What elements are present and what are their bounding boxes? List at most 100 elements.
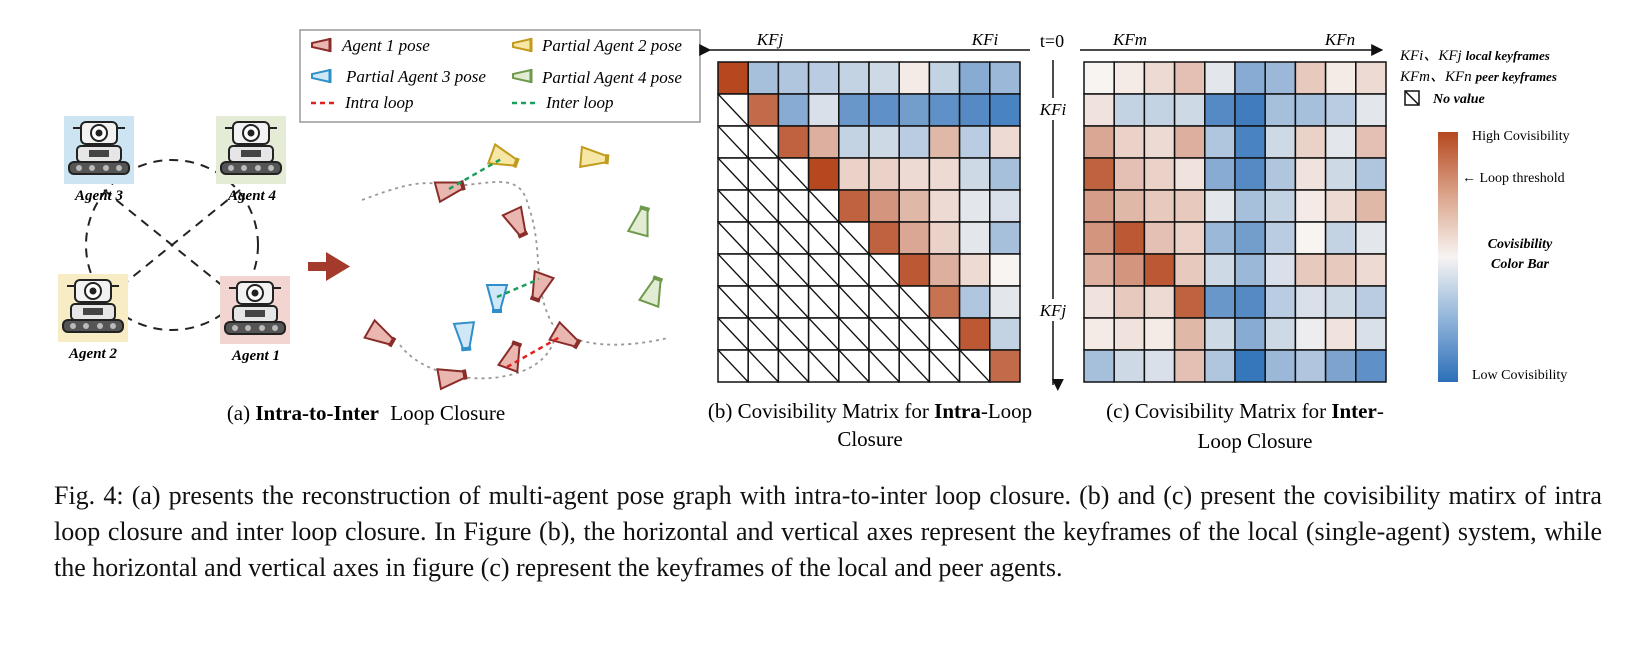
heatmap-cell — [1143, 157, 1176, 191]
panel-b-x-right: KFi — [971, 30, 999, 49]
heatmap-cell — [1324, 253, 1357, 287]
heatmap-cell — [807, 125, 840, 159]
panel-c-label: (c) Covisibility Matrix for Inter- — [1106, 399, 1384, 423]
heatmap-cell — [1324, 317, 1357, 351]
heatmap-cell — [1113, 349, 1146, 383]
no-value-diagonal — [808, 253, 840, 287]
color-bar-title-1: Covisibility — [1488, 237, 1553, 252]
legend-no-value: No value — [1432, 92, 1485, 107]
heatmap-cell — [1324, 349, 1357, 383]
no-value-diagonal — [898, 285, 930, 319]
heatmap-cell — [1143, 253, 1176, 287]
heatmap-cell — [717, 61, 749, 95]
no-value-diagonal — [898, 349, 930, 383]
heatmap-cell — [747, 93, 780, 127]
no-value-diagonal — [747, 253, 779, 287]
heatmap-cell — [898, 221, 931, 255]
color-bar-title-2: Color Bar — [1491, 257, 1550, 272]
legend-intra-loop: Intra loop — [344, 93, 413, 112]
no-value-diagonal — [717, 253, 749, 287]
heatmap-cell — [1355, 125, 1387, 159]
no-value-diagonal — [838, 285, 870, 319]
heatmap-cell — [898, 189, 931, 223]
no-value-diagonal — [838, 221, 870, 255]
heatmap-cell — [1355, 93, 1387, 127]
no-value-diagonal — [959, 349, 991, 383]
no-value-diagonal — [777, 317, 810, 351]
no-value-diagonal — [717, 285, 749, 319]
panel-b-origin: t=0 — [1040, 31, 1064, 51]
heatmap-cell — [1294, 317, 1327, 351]
heatmap-cell — [989, 157, 1021, 191]
heatmap-cell — [1113, 93, 1146, 127]
panel-b-y-top: KFi — [1039, 100, 1067, 119]
inter-loop-edge — [496, 277, 540, 299]
heatmap-cell — [958, 285, 991, 319]
heatmap-cell — [1234, 93, 1266, 127]
no-value-diagonal — [777, 285, 810, 319]
heatmap-cell — [1294, 189, 1327, 223]
no-value-diagonal — [777, 349, 810, 383]
heatmap-cell — [1264, 125, 1297, 159]
heatmap-cell — [898, 157, 931, 191]
heatmap-cell — [1173, 317, 1206, 351]
heatmap-cell — [1324, 157, 1357, 191]
no-value-diagonal — [747, 157, 779, 191]
pose-legend: Agent 1 pose Partial Agent 2 pose Partia… — [299, 29, 701, 123]
panel-b-label: (b) Covisibility Matrix for Intra-Loop — [708, 399, 1032, 423]
heatmap-cell — [989, 285, 1021, 319]
heatmap-cell — [1143, 285, 1176, 319]
heatmap-cell — [1264, 189, 1297, 223]
heatmap-cell — [1234, 157, 1266, 191]
heatmap-cell — [838, 157, 870, 191]
panel-b-x-left: KFj — [756, 30, 784, 49]
heatmap-cell — [1204, 349, 1236, 383]
heatmap-cell — [1113, 125, 1146, 159]
heatmap-cell — [868, 221, 900, 255]
heatmap-cell — [747, 61, 780, 95]
agent-2-label: Agent 2 — [68, 346, 117, 362]
heatmap-cell — [1324, 61, 1357, 95]
heatmap-cell — [868, 61, 900, 95]
heatmap-cell — [1143, 93, 1176, 127]
heatmap-cell — [928, 61, 961, 95]
agent2-pose-icon — [512, 37, 533, 53]
heatmap-cell — [989, 93, 1021, 127]
heatmap-cell — [989, 189, 1021, 223]
agent-1-label: Agent 1 — [231, 348, 280, 364]
heatmap-cell — [1294, 253, 1327, 287]
heatmap-cell — [1204, 221, 1236, 255]
caption-text: (a) presents the reconstruction of multi… — [54, 481, 1602, 582]
agent3-poses — [452, 284, 509, 352]
no-value-diagonal — [747, 221, 779, 255]
heatmap-cell — [1294, 221, 1327, 255]
heatmap-cell — [958, 317, 991, 351]
heatmap-cell — [1204, 61, 1236, 95]
heatmap-cell — [1355, 317, 1387, 351]
heatmap-cell — [1264, 61, 1297, 95]
heatmap-cell — [958, 125, 991, 159]
heatmap-cell — [1324, 93, 1357, 127]
heatmap-cell — [807, 61, 840, 95]
no-value-diagonal — [928, 349, 961, 383]
heatmap-cell — [1083, 285, 1115, 319]
heatmap-cell — [838, 189, 870, 223]
heatmap-cell — [1294, 157, 1327, 191]
color-bar-high: High Covisibility — [1472, 129, 1570, 144]
heatmap-cell — [1173, 221, 1206, 255]
no-value-diagonal — [747, 349, 779, 383]
no-value-icon — [1404, 90, 1420, 106]
heatmap-cell — [1173, 349, 1206, 383]
heatmap-cell — [928, 189, 961, 223]
heatmap-cell — [1173, 61, 1206, 95]
heatmap-cell — [1234, 253, 1266, 287]
figure-number: Fig. 4: — [54, 481, 124, 510]
agent1-pose-icon — [311, 37, 332, 53]
heatmap-cell — [1173, 285, 1206, 319]
heatmap-cell — [989, 221, 1021, 255]
heatmap-cell — [928, 93, 961, 127]
heatmap-cell — [928, 157, 961, 191]
heatmap-cell — [1204, 157, 1236, 191]
panel-a: Agent 3 Agent 4 Agent 2 Agent 1 — [58, 29, 701, 425]
